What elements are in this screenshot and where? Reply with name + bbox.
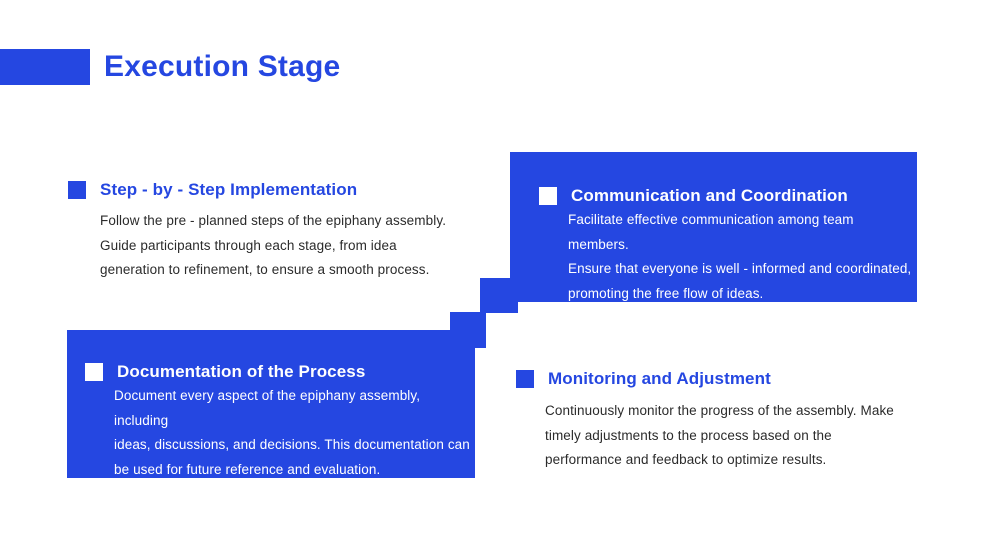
square-bullet-icon bbox=[85, 363, 103, 381]
square-bullet-icon bbox=[68, 181, 86, 199]
square-bullet-icon bbox=[539, 187, 557, 205]
section-title: Communication and Coordination bbox=[571, 186, 848, 205]
section-documentation-header: Documentation of the Process bbox=[85, 362, 365, 382]
section-monitoring-header: Monitoring and Adjustment bbox=[516, 369, 916, 389]
section-step-by-step-header: Step - by - Step Implementation bbox=[68, 180, 478, 200]
staircase-step-1 bbox=[480, 278, 518, 313]
section-body: Follow the pre - planned steps of the ep… bbox=[100, 213, 447, 277]
section-body: Facilitate effective communication among… bbox=[568, 212, 912, 301]
section-title: Monitoring and Adjustment bbox=[548, 369, 771, 388]
section-documentation: Documentation of the Process Document ev… bbox=[67, 330, 475, 478]
section-title: Documentation of the Process bbox=[117, 362, 366, 381]
section-body: Continuously monitor the progress of the… bbox=[545, 403, 894, 467]
section-communication-header: Communication and Coordination bbox=[539, 186, 848, 206]
section-body: Document every aspect of the epiphany as… bbox=[114, 388, 470, 477]
section-step-by-step: Step - by - Step Implementation Follow t… bbox=[68, 180, 478, 283]
square-bullet-icon bbox=[516, 370, 534, 388]
section-title: Step - by - Step Implementation bbox=[100, 180, 358, 199]
section-monitoring: Monitoring and Adjustment Continuously m… bbox=[516, 369, 916, 473]
section-communication: Communication and Coordination Facilitat… bbox=[510, 152, 917, 302]
title-accent-bar bbox=[0, 49, 90, 85]
page-title: Execution Stage bbox=[104, 50, 341, 83]
